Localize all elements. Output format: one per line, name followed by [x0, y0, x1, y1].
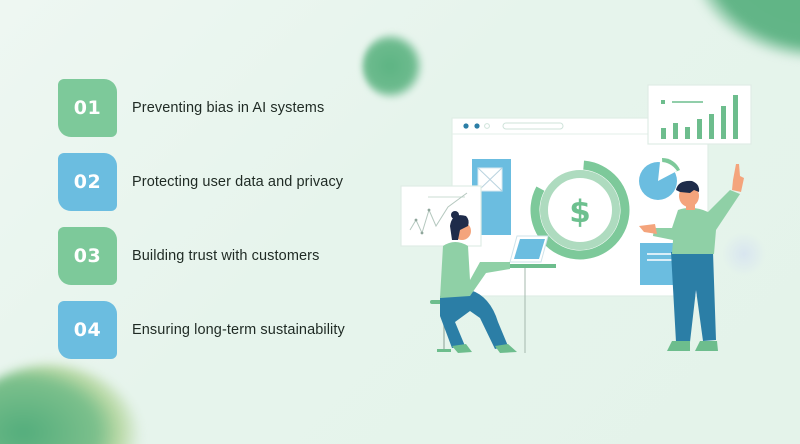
- list-item: 04 Ensuring long-term sustainability: [58, 301, 345, 359]
- browser-window-icon: [451, 117, 709, 297]
- list-item: 03 Building trust with customers: [58, 227, 345, 285]
- badge-number: 04: [73, 319, 102, 341]
- dollar-donut-chart-icon: $: [530, 160, 630, 260]
- woman-at-laptop-illustration: [430, 211, 556, 353]
- dollar-icon: $: [569, 194, 591, 230]
- list-item-label: Ensuring long-term sustainability: [132, 322, 345, 338]
- number-badge: 04: [58, 301, 117, 359]
- pie-chart-icon: [639, 157, 680, 200]
- number-badge: 03: [58, 227, 117, 285]
- decorative-blob-top: [362, 33, 424, 99]
- document-card-icon: [640, 243, 680, 285]
- badge-number: 03: [73, 245, 102, 267]
- number-badge: 01: [58, 79, 117, 137]
- decorative-blob-right: [722, 232, 766, 276]
- badge-number: 02: [73, 171, 102, 193]
- numbered-list: 01 Preventing bias in AI systems 02 Prot…: [58, 79, 345, 375]
- line-chart-icon: [400, 185, 482, 247]
- decorative-blob-bottom-left: [0, 365, 140, 444]
- number-badge: 02: [58, 153, 117, 211]
- list-item-label: Protecting user data and privacy: [132, 174, 344, 190]
- list-item-label: Building trust with customers: [132, 248, 320, 264]
- badge-number: 01: [73, 97, 102, 119]
- list-item: 01 Preventing bias in AI systems: [58, 79, 345, 137]
- list-item: 02 Protecting user data and privacy: [58, 153, 345, 211]
- bar-chart-icon: [647, 84, 752, 145]
- decorative-blob-top-right: [690, 0, 800, 60]
- image-placeholder-icon: [472, 159, 511, 235]
- list-item-label: Preventing bias in AI systems: [132, 100, 325, 116]
